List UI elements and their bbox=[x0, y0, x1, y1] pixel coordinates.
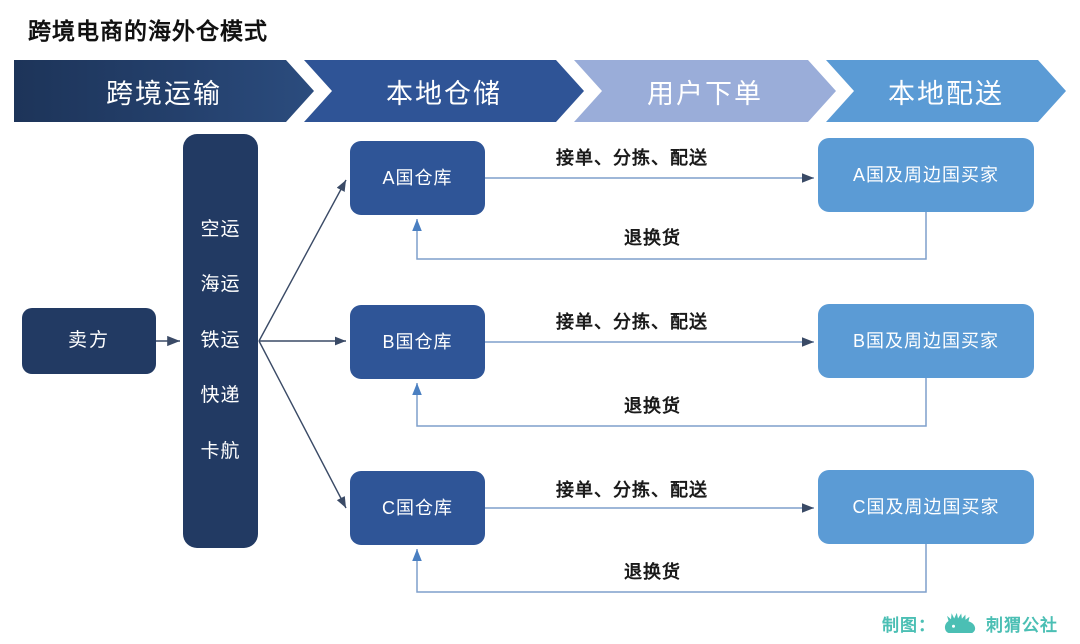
stage-chevron-1-label: 跨境运输 bbox=[106, 78, 222, 109]
node-warehouse-a[interactable]: A国仓库 bbox=[350, 141, 485, 215]
stage-chevron-3: 用户下单 bbox=[574, 60, 836, 122]
node-buyer-a[interactable]: A国及周边国买家 bbox=[818, 138, 1034, 212]
transport-mode-sea: 海运 bbox=[200, 274, 241, 296]
transport-mode-air: 空运 bbox=[200, 218, 241, 240]
node-warehouse-c[interactable]: C国仓库 bbox=[350, 471, 485, 545]
edge-label-return-a: 退换货 bbox=[624, 228, 681, 248]
credit-line: 制图： 刺猬公社 bbox=[882, 610, 1058, 636]
transport-mode-rail: 铁运 bbox=[200, 329, 241, 351]
stage-chevron-1: 跨境运输 bbox=[14, 60, 314, 122]
node-buyer-c-label: C国及周边国买家 bbox=[852, 496, 1000, 517]
node-transport-modes[interactable]: 空运 海运 铁运 快递 卡航 bbox=[183, 134, 258, 548]
node-seller[interactable]: 卖方 bbox=[22, 308, 156, 374]
edge-label-return-b: 退换货 bbox=[624, 396, 681, 416]
node-seller-label: 卖方 bbox=[67, 329, 110, 351]
stage-banner: 跨境运输 本地仓储 用户下单 本地配送 bbox=[14, 60, 1066, 122]
stage-chevron-3-label: 用户下单 bbox=[647, 78, 763, 109]
transport-mode-express: 快递 bbox=[200, 385, 241, 407]
stage-chevron-2-label: 本地仓储 bbox=[386, 78, 502, 109]
node-buyer-b[interactable]: B国及周边国买家 bbox=[818, 304, 1034, 378]
stage-chevron-4: 本地配送 bbox=[826, 60, 1066, 122]
node-warehouse-b-label: B国仓库 bbox=[382, 331, 453, 352]
page-title: 跨境电商的海外仓模式 bbox=[28, 18, 268, 44]
node-buyer-b-label: B国及周边国买家 bbox=[852, 330, 999, 351]
transport-mode-truck: 卡航 bbox=[200, 440, 241, 462]
node-warehouse-a-label: A国仓库 bbox=[382, 167, 453, 188]
node-warehouse-c-label: C国仓库 bbox=[382, 497, 453, 518]
stage-chevron-4-label: 本地配送 bbox=[888, 78, 1004, 109]
edge-label-return-c: 退换货 bbox=[624, 562, 681, 582]
node-warehouse-b[interactable]: B国仓库 bbox=[350, 305, 485, 379]
edge-label-forward-c: 接单、分拣、配送 bbox=[556, 480, 708, 500]
credit-brand: 刺猬公社 bbox=[986, 615, 1058, 635]
node-buyer-c[interactable]: C国及周边国买家 bbox=[818, 470, 1034, 544]
credit-prefix: 制图： bbox=[882, 615, 936, 635]
edge-label-forward-b: 接单、分拣、配送 bbox=[556, 312, 708, 332]
node-buyer-a-label: A国及周边国买家 bbox=[852, 164, 999, 185]
hedgehog-icon bbox=[944, 612, 976, 633]
edge-label-forward-a: 接单、分拣、配送 bbox=[556, 148, 708, 168]
stage-chevron-2: 本地仓储 bbox=[304, 60, 584, 122]
